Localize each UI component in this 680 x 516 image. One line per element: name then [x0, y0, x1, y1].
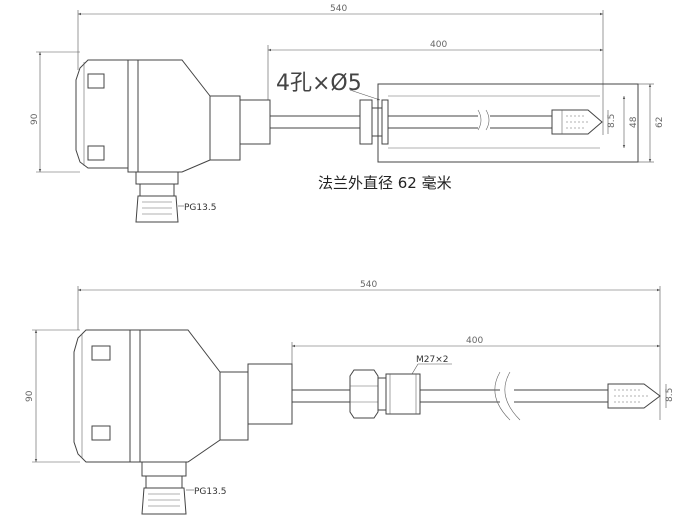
lower-gland-label: PG13.5	[194, 487, 226, 497]
lower-view: 540 400 90 M27×2	[25, 280, 675, 515]
upper-neck	[209, 95, 241, 161]
upper-body-height: 90	[30, 113, 40, 125]
lower-neck-adapter	[247, 363, 293, 425]
lower-overall-length: 540	[360, 280, 377, 290]
lower-hex-nut	[349, 369, 379, 419]
upper-flange-nut	[359, 99, 373, 145]
upper-probe-tip	[551, 109, 603, 135]
lower-thread-label: M27×2	[416, 355, 448, 365]
lower-cover-latch-bottom	[91, 425, 111, 441]
lower-cable-gland	[141, 487, 187, 515]
lower-body-height: 90	[25, 390, 35, 402]
lower-probe-length: 400	[466, 336, 483, 346]
upper-probe-length: 400	[430, 40, 447, 50]
lower-tip-dim: 8.5	[665, 388, 675, 402]
upper-view: 540 400 90	[30, 4, 665, 223]
upper-inner-dim: 48	[629, 116, 639, 128]
lower-gland-base	[141, 461, 187, 477]
upper-overall-length: 540	[330, 4, 347, 14]
upper-cable-gland	[135, 195, 179, 223]
lower-housing-body	[139, 329, 221, 463]
upper-cover-latch-bottom	[87, 145, 105, 161]
upper-housing-body	[137, 59, 211, 173]
lower-neck	[219, 371, 249, 441]
upper-neck-adapter	[239, 99, 271, 145]
upper-housing-band	[127, 59, 139, 173]
lower-housing-cover	[73, 329, 131, 463]
flange-hole-callout: 4孔×Ø5	[276, 71, 362, 96]
lower-thread-fitting	[385, 373, 421, 415]
lower-probe-tip	[607, 383, 661, 409]
flange-diameter-note: 法兰外直径 62 毫米	[318, 174, 452, 192]
upper-gland-label: PG13.5	[184, 203, 216, 213]
lower-housing-band	[129, 329, 141, 463]
lower-cover-latch-top	[91, 345, 111, 361]
upper-flange-box	[377, 83, 639, 163]
upper-cover-latch-top	[87, 73, 105, 89]
upper-tip-dim: 8.5	[607, 114, 617, 128]
upper-gland-base	[135, 171, 179, 185]
upper-flange-dim: 62	[655, 117, 665, 128]
